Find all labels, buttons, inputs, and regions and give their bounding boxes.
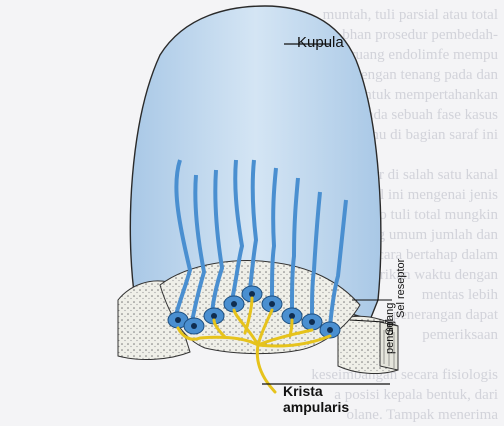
penunjang-label: penunjang (384, 303, 396, 354)
krista-label-line2: ampularis (283, 399, 349, 415)
krista-label-line1: Krista (283, 383, 349, 399)
sel-reseptor-label: Sel reseptor (395, 259, 407, 318)
kupula-label: Kupula (297, 34, 344, 51)
krista-ampularis-label: Krista ampularis (283, 383, 349, 415)
